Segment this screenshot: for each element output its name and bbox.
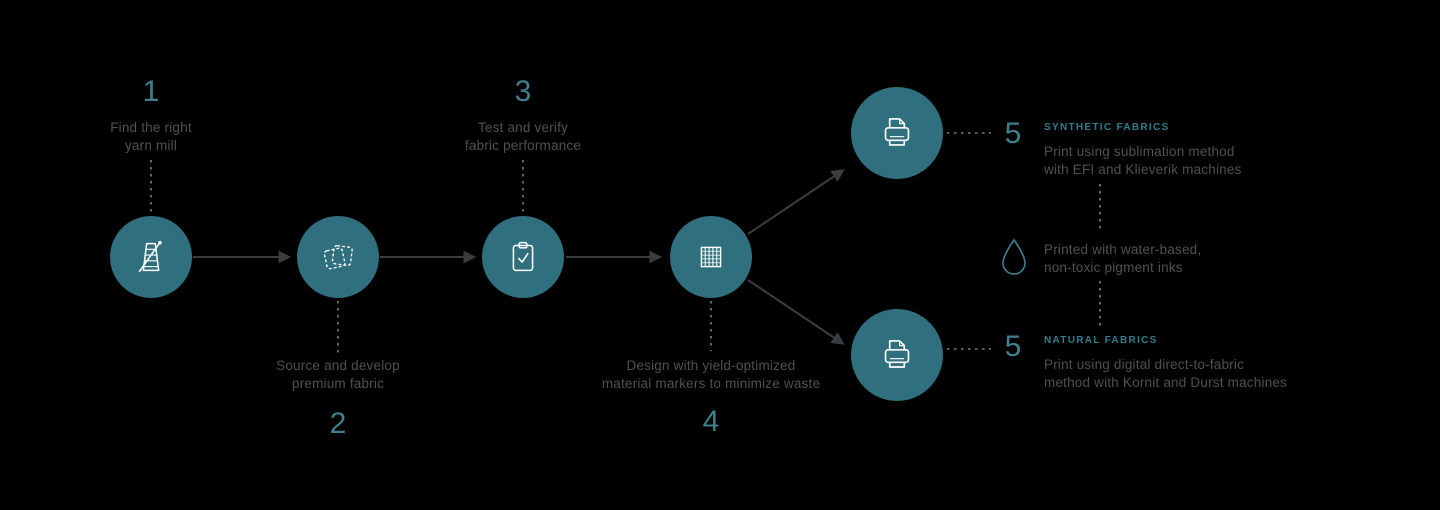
step-3-number: 3 [514, 75, 532, 108]
water-drop-icon [1002, 238, 1026, 275]
caption-line: Print using digital direct-to-fabric [1044, 357, 1245, 372]
step-3-caption: Test and verify fabric performance [403, 119, 643, 155]
caption-line: Find the right [110, 120, 192, 135]
caption-line: Design with yield-optimized [626, 358, 796, 373]
caption-line: Printed with water-based, [1044, 242, 1202, 257]
caption-line: premium fabric [291, 376, 385, 391]
caption-line: Print using sublimation method [1044, 144, 1235, 159]
caption-line: non-toxic pigment inks [1044, 260, 1183, 275]
caption-line: method with Kornit and Durst machines [1044, 375, 1288, 390]
branch-synthetic-label: SYNTHETIC FABRICS [1044, 122, 1170, 133]
printer-synthetic-circle [851, 87, 943, 179]
caption-line: Source and develop [276, 358, 400, 373]
step-2-number: 2 [329, 407, 347, 440]
step-3-circle [482, 216, 564, 298]
printer-natural-circle [851, 309, 943, 401]
clipboard-check-icon [512, 241, 534, 272]
printer-icon [884, 118, 910, 146]
step-2-circle [297, 216, 379, 298]
caption-line: Test and verify [477, 120, 569, 135]
branch-natural-caption: Print using digital direct-to-fabric met… [1044, 356, 1394, 392]
step-4-circle [670, 216, 752, 298]
branch-natural-label: NATURAL FABRICS [1044, 335, 1158, 346]
step-1-circle [110, 216, 192, 298]
step-4-caption: Design with yield-optimized material mar… [551, 357, 871, 393]
step-4-number: 4 [702, 405, 720, 438]
step-1-caption: Find the right yarn mill [31, 119, 271, 155]
caption-line: fabric performance [464, 138, 582, 153]
ink-note-caption: Printed with water-based, non-toxic pigm… [1044, 241, 1384, 277]
branch-natural-number: 5 [1004, 330, 1022, 363]
fabric-swatches-icon [323, 245, 353, 270]
branch-synthetic-number: 5 [1004, 117, 1022, 150]
caption-line: with EFI and Klieverik machines [1044, 162, 1242, 177]
step-2-caption: Source and develop premium fabric [218, 357, 458, 393]
dashed-links [150, 132, 1101, 353]
step-1-number: 1 [142, 75, 160, 108]
caption-line: yarn mill [124, 138, 178, 153]
water-drop-wrap [999, 237, 1029, 282]
fabric-marker-icon [700, 246, 722, 268]
caption-line: material markers to minimize waste [601, 376, 821, 391]
branch-synthetic-caption: Print using sublimation method with EFI … [1044, 143, 1384, 179]
solid-arrows [193, 169, 845, 345]
printer-icon [884, 340, 910, 368]
yarn-spool-icon [138, 240, 162, 273]
